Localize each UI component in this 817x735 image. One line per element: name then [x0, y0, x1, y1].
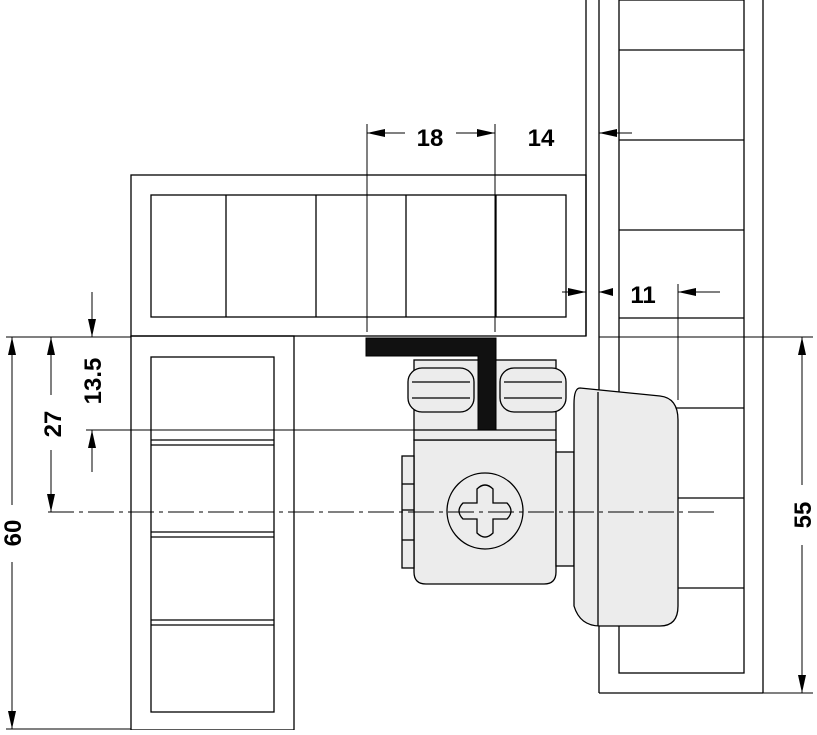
dim-label-11: 11	[630, 282, 655, 309]
connector-fitting	[365, 337, 679, 627]
dim-label-55: 55	[790, 502, 817, 529]
left-bottom-panel	[130, 335, 295, 731]
dim-label-60: 60	[0, 520, 27, 547]
top-horizontal-panel	[130, 174, 587, 337]
dimension-60: 60	[0, 337, 27, 729]
dim-label-13-5: 13.5	[80, 358, 107, 405]
dimension-11: 11	[562, 282, 720, 400]
dim-label-27: 27	[40, 411, 67, 438]
dim-label-14: 14	[528, 125, 555, 152]
dim-label-18: 18	[417, 125, 444, 152]
dimension-14: 14	[528, 125, 632, 152]
dimension-27: 27	[40, 337, 67, 512]
dimension-18: 18	[366, 124, 496, 332]
dimension-13-5: 13.5	[80, 292, 107, 472]
dimension-55: 55	[790, 337, 817, 693]
